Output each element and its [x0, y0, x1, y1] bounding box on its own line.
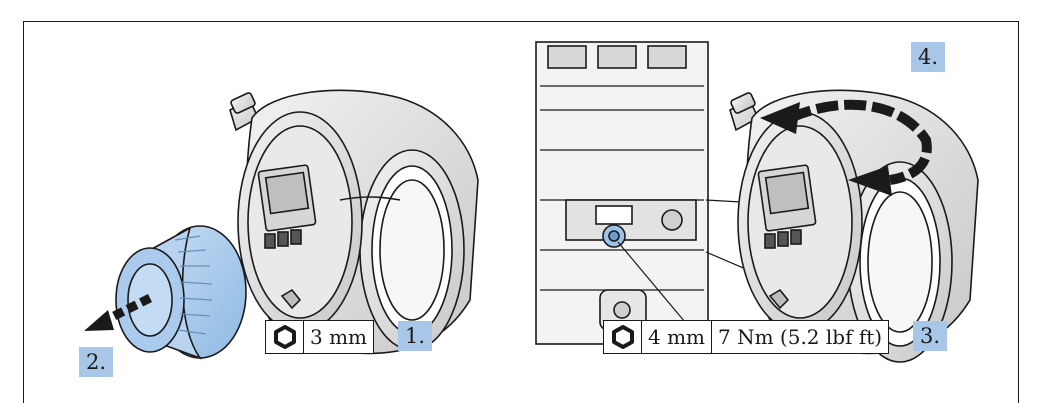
hex-size-label: 4 mm	[642, 321, 713, 353]
torque-label: 7 Nm (5.2 lbf ft)	[718, 325, 883, 349]
rotate-arrow-icon	[760, 99, 932, 196]
step-badge-1: 1.	[398, 321, 433, 351]
transmitter-right	[729, 89, 979, 363]
hex-size-label: 3 mm	[310, 325, 368, 349]
tool-spec-left: 3 mm	[265, 320, 375, 354]
pull-arrow-icon	[84, 293, 153, 331]
hex-key-icon	[604, 321, 642, 353]
step-badge-3: 3.	[913, 321, 948, 351]
hex-key-icon	[266, 321, 304, 353]
figure-frame	[23, 21, 1019, 403]
tool-spec-right: 4 mm 7 Nm (5.2 lbf ft)	[603, 320, 890, 354]
transmitter-left	[229, 89, 479, 355]
removed-cover	[115, 225, 247, 360]
step-badge-2: 2.	[79, 347, 114, 377]
step-badge-4: 4.	[911, 42, 946, 72]
